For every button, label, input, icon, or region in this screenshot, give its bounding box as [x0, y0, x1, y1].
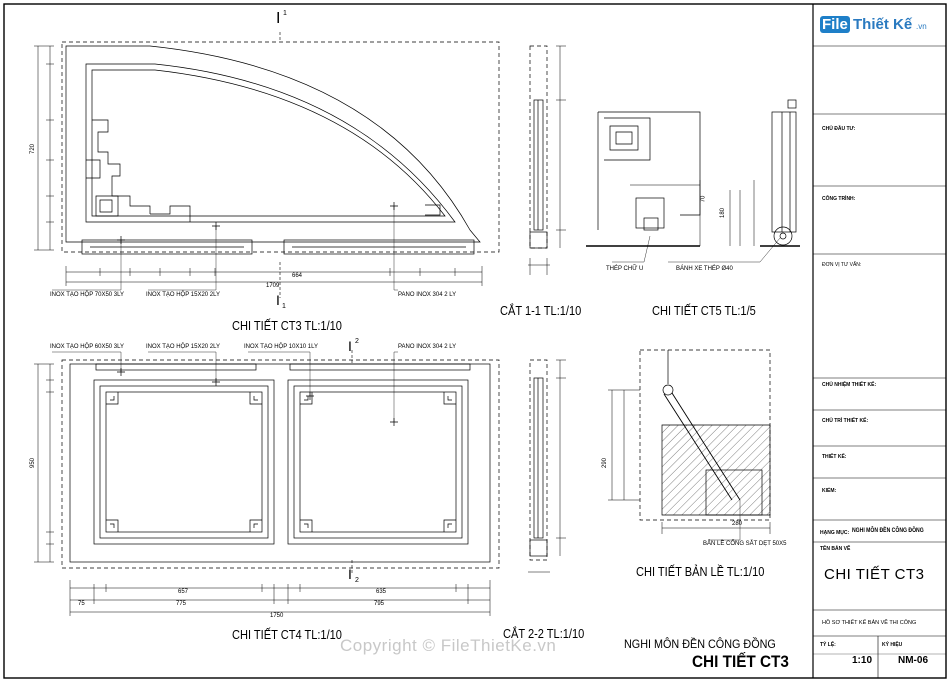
- hinge-detail: [608, 349, 771, 541]
- footer-sheet-title: CHI TIẾT CT3: [692, 652, 789, 671]
- dim-ct4-right: 795: [374, 601, 385, 607]
- section-mark-1-bot: I: [276, 292, 280, 308]
- dim-ct4-e: 75: [78, 601, 85, 607]
- tb-don-vi: ĐƠN VỊ TƯ VẤN:: [822, 262, 862, 268]
- tb-ten-ban-ve-label: TÊN BẢN VẼ: [820, 546, 851, 552]
- tb-ho-so: HỒ SƠ THIẾT KẾ BẢN VẼ THI CÔNG: [822, 620, 917, 626]
- section-mark-1-top-sup: 1: [283, 10, 287, 17]
- tb-thiet-ke: THIẾT KẾ:: [822, 454, 847, 460]
- tb-ky-hieu: NM-06: [898, 655, 929, 666]
- tb-chu-dau-tu: CHỦ ĐẦU TƯ:: [822, 126, 856, 132]
- ct5-wheel-detail: [586, 99, 800, 263]
- dim-hinge-h: 290: [602, 457, 609, 469]
- dim-ct4-r1: 635: [376, 589, 387, 595]
- note-ct4-b: INOX TẠO HỘP 15X20 2LY: [146, 344, 221, 350]
- tb-ky-hieu-label: KÝ HIỆU: [882, 642, 903, 648]
- section-mark-1-top: I: [276, 10, 281, 27]
- tb-hang-muc-value: NGHI MÔN ĐỀN CÔNG ĐỒNG: [852, 528, 924, 534]
- section-mark-2-top-sup: 2: [355, 338, 359, 345]
- title-ct4: CHI TIẾT CT4 TL:1/10: [232, 627, 342, 642]
- note-ct4-d: PANO INOX 304 2 LY: [398, 344, 457, 350]
- dim-ct4-h: 950: [30, 457, 37, 469]
- ct4-dimensions: [34, 363, 491, 616]
- ct3-elevation: [61, 41, 500, 255]
- tb-ty-le: 1:10: [852, 655, 873, 666]
- dim-ct4-l1: 657: [178, 589, 189, 595]
- brand-logo: File Thiết Kế .vn: [820, 14, 930, 40]
- tb-ten-ban-ve: CHI TIẾT CT3: [824, 566, 925, 583]
- logo-vn: .vn: [916, 22, 927, 31]
- tb-cong-trinh: CÔNG TRÌNH:: [822, 196, 856, 202]
- title-cut-1-1: CẮT 1-1 TL:1/10: [500, 303, 582, 318]
- note-ct4-c: INOX TẠO HỘP 10X10 1LY: [244, 344, 319, 350]
- note-ct4-a: INOX TẠO HỘP 60X50 3LY: [50, 344, 125, 350]
- dim-ct4-left: 775: [176, 601, 187, 607]
- title-ct5: CHI TIẾT CT5 TL:1/5: [652, 303, 756, 318]
- dim-ct4-total: 1750: [270, 613, 284, 619]
- section-mark-1-bot-sub: 1: [282, 303, 286, 310]
- logo-file: File: [820, 16, 850, 33]
- dim-ct5-a: 180: [720, 207, 727, 219]
- watermark: Copyright © FileThietKe.vn: [340, 636, 557, 655]
- title-ct3: CHI TIẾT CT3 TL:1/10: [232, 318, 342, 333]
- section-mark-2-bot: I: [348, 566, 352, 582]
- dim-hinge-w: 280: [732, 521, 743, 527]
- cut-2-2: [528, 359, 566, 573]
- note-ct3-b: INOX TẠO HỘP 15X20 2LY: [146, 292, 221, 298]
- ct3-dimensions: [34, 45, 483, 286]
- title-hinge: CHI TIẾT BẢN LỀ TL:1/10: [636, 564, 765, 579]
- section-mark-2-top: I: [348, 338, 352, 354]
- dim-ct3-total: 1709: [266, 283, 280, 289]
- note-ct5-b: BÁNH XE THÉP Ø40: [676, 266, 733, 272]
- title-block-lines: [813, 45, 946, 678]
- tb-kiem: KIỂM:: [822, 488, 837, 494]
- note-ct3-a: INOX TẠO HỘP 70X50 3LY: [50, 292, 125, 298]
- logo-thietke: Thiết Kế: [853, 16, 913, 33]
- tb-chu-tri: CHỦ TRÌ THIẾT KẾ:: [822, 418, 869, 424]
- dim-ct3-h: 720: [30, 143, 37, 155]
- note-ct5-a: THÉP CHỮ U: [606, 266, 644, 272]
- footer-project: NGHI MÔN ĐỀN CÔNG ĐỒNG: [624, 637, 776, 651]
- note-hinge-a: BẢN LỀ CỐNG SẮT DẸT 50X5: [703, 541, 787, 547]
- note-ct3-c: PANO INOX 304 2 LY: [398, 292, 457, 298]
- section-cut-1: [279, 32, 353, 575]
- tb-chu-nhiem: CHỦ NHIỆM THIẾT KẾ:: [822, 382, 877, 388]
- cut-1-1: [528, 45, 566, 275]
- ct4-elevation: [61, 359, 500, 569]
- title-cut-2-2: CẮT 2-2 TL:1/10: [503, 626, 585, 641]
- section-mark-2-bot-sub: 2: [355, 577, 359, 584]
- tb-hang-muc-label: HẠNG MỤC:: [820, 530, 850, 536]
- dim-ct5-b: 70: [700, 195, 707, 203]
- tb-ty-le-label: TỶ LỆ:: [820, 642, 836, 648]
- dim-ct3-mid: 664: [292, 273, 303, 279]
